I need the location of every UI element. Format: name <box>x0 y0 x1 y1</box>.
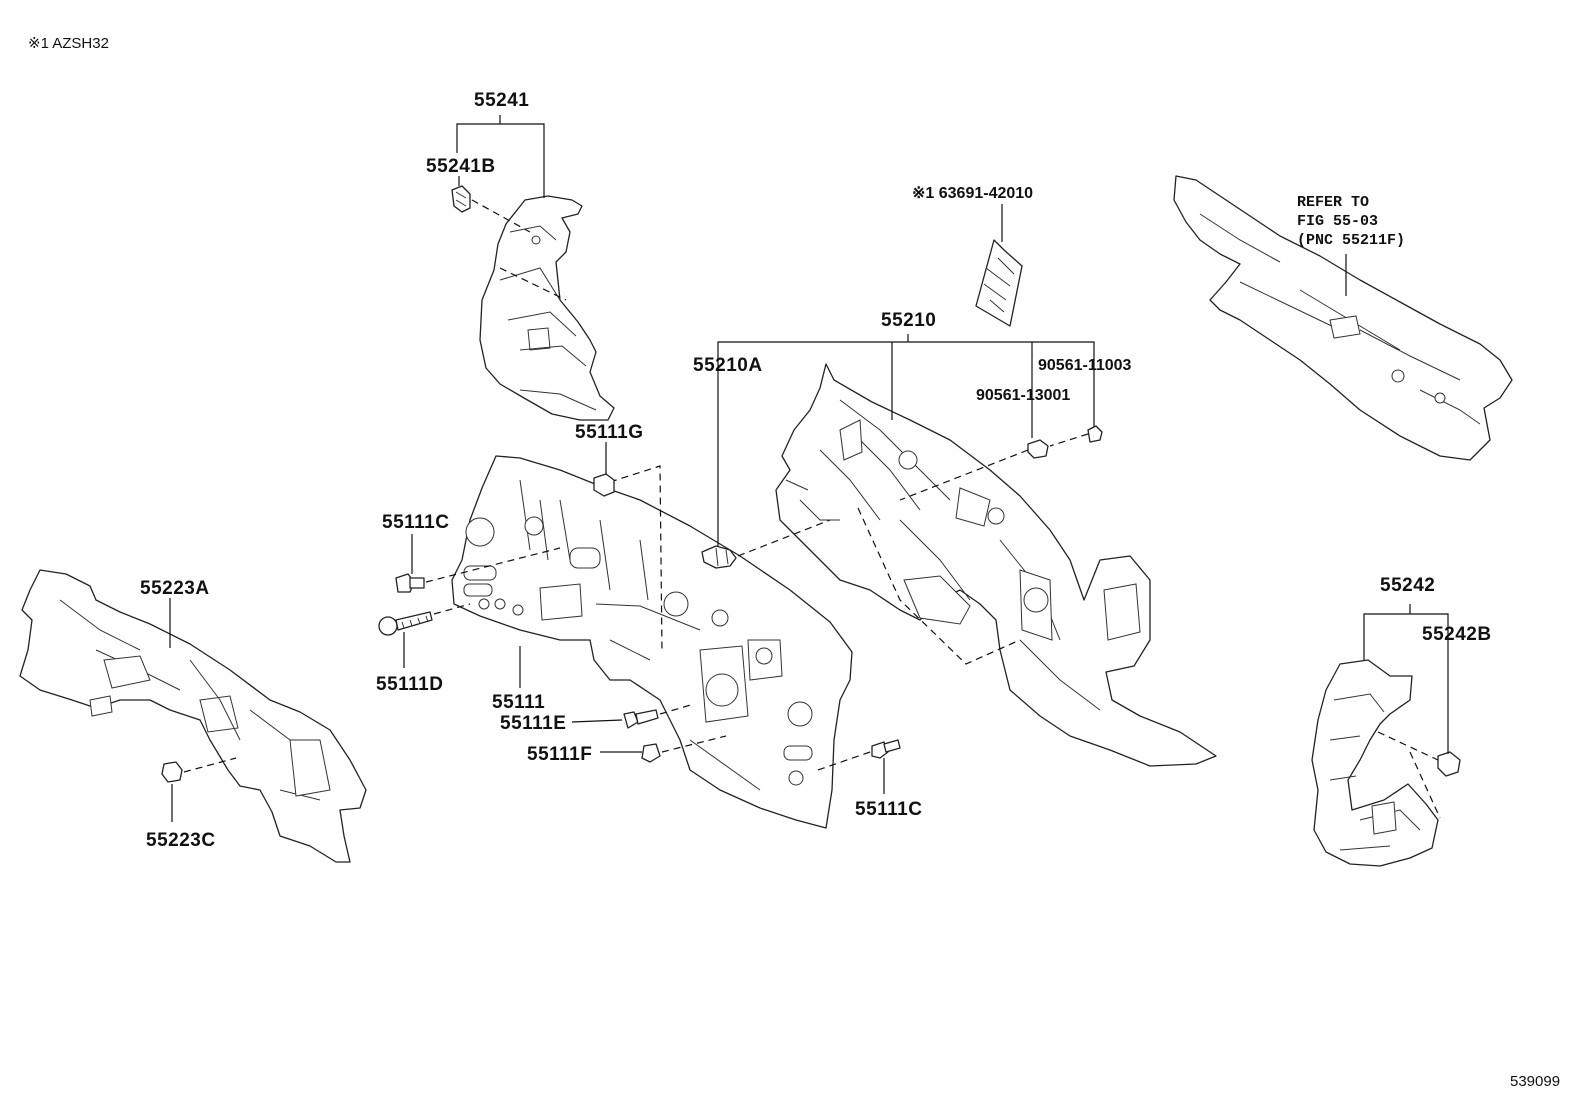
label-55111E: 55111E <box>500 713 566 734</box>
label-55242: 55242 <box>1380 575 1435 596</box>
part-55210-drawing[interactable] <box>775 363 1217 767</box>
footer-code: 539099 <box>1510 1073 1560 1090</box>
part-55111E-bolt[interactable] <box>623 709 659 729</box>
dash-55242B <box>1377 731 1441 819</box>
part-55241-drawing[interactable] <box>479 195 615 421</box>
part-55223A-drawing[interactable] <box>19 569 367 863</box>
part-55241B-clip[interactable] <box>451 185 471 213</box>
label-90561-11003: 90561-11003 <box>1038 357 1132 374</box>
refer-line-1: REFER TO <box>1297 194 1369 211</box>
label-55111G: 55111G <box>575 422 644 443</box>
part-cowl-refer-drawing[interactable] <box>1173 175 1513 461</box>
dash-55210A <box>737 519 831 557</box>
label-55210A: 55210A <box>693 355 763 376</box>
dash-55210-lower <box>857 507 1021 665</box>
refer-line-2: FIG 55-03 <box>1297 213 1378 230</box>
label-55241B: 55241B <box>426 156 496 177</box>
label-55223A: 55223A <box>140 578 210 599</box>
part-55223C-clip[interactable] <box>161 761 183 783</box>
dash-55111E <box>659 703 695 715</box>
part-55111C-bolt-left[interactable] <box>395 573 425 593</box>
label-55241: 55241 <box>474 90 529 111</box>
label-90561-13001: 90561-13001 <box>976 387 1070 404</box>
refer-line-3: (PNC 55211F) <box>1297 232 1405 249</box>
leader-55210 <box>717 334 1095 438</box>
part-55111D-bolt[interactable] <box>378 611 433 636</box>
part-90561-13001-clip[interactable] <box>1027 439 1049 459</box>
part-55242-drawing[interactable] <box>1311 659 1439 867</box>
leader-55242 <box>1363 604 1449 754</box>
part-55242B-clip[interactable] <box>1437 751 1461 777</box>
part-55111C-bolt-right[interactable] <box>871 739 901 759</box>
part-55111F-nut[interactable] <box>641 743 661 763</box>
part-63691-42010-pad[interactable] <box>975 239 1023 327</box>
label-55111F: 55111F <box>527 744 592 765</box>
label-63691-42010: ※1 63691-42010 <box>912 185 1033 202</box>
header-note: ※1 AZSH32 <box>28 35 109 52</box>
dash-55223C <box>183 757 237 773</box>
leader-55111E <box>571 719 623 723</box>
label-55111C-left: 55111C <box>382 512 449 533</box>
leader-55241 <box>456 115 545 198</box>
dash-55241-inner <box>499 267 567 301</box>
dash-55111G <box>609 465 663 653</box>
part-55210A-clip[interactable] <box>701 545 737 569</box>
dash-90561-13001 <box>899 449 1029 501</box>
part-55111-drawing[interactable] <box>451 455 853 829</box>
label-55210: 55210 <box>881 310 936 331</box>
label-55111D: 55111D <box>376 674 443 695</box>
part-90561-11003-clip[interactable] <box>1087 425 1103 443</box>
dash-55111D <box>433 603 471 615</box>
label-55223C: 55223C <box>146 830 216 851</box>
label-55111: 55111 <box>492 692 545 713</box>
dash-55111F <box>661 735 727 753</box>
dash-55111C-right <box>817 751 871 771</box>
dash-90561-11003 <box>1049 433 1089 447</box>
label-55242B: 55242B <box>1422 624 1492 645</box>
label-55111C-right: 55111C <box>855 799 922 820</box>
